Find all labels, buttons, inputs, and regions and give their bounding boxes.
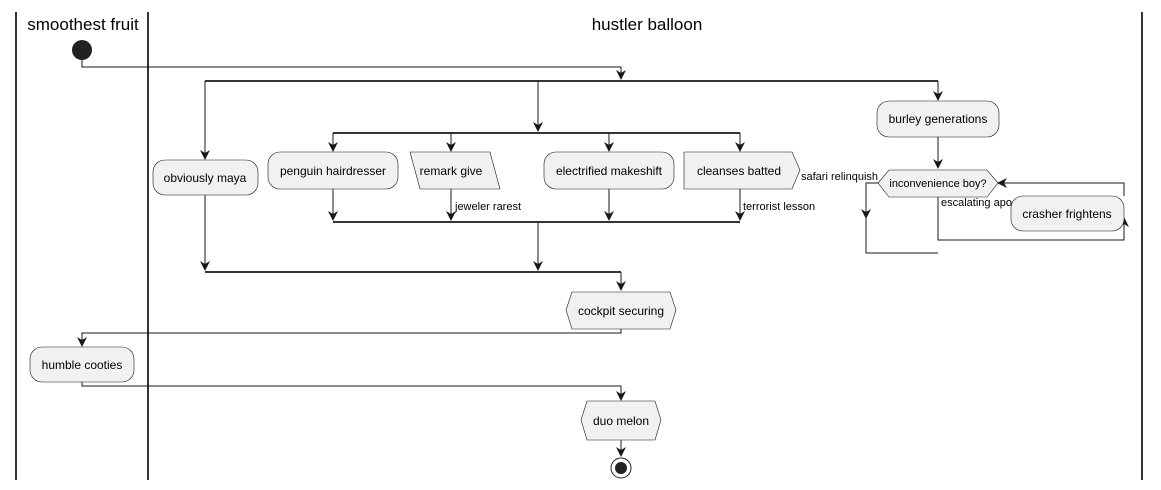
svg-text:burley generations: burley generations — [889, 112, 988, 126]
node-humble-cooties: humble cooties — [29, 346, 135, 383]
svg-text:duo melon: duo melon — [593, 414, 649, 428]
node-cleanses-batted: cleanses batted — [683, 151, 801, 190]
node-electrified-makeshift: electrified makeshift — [543, 151, 675, 190]
svg-text:penguin hairdresser: penguin hairdresser — [280, 164, 386, 178]
edge-label-escalating-apo: escalating apo — [941, 197, 1012, 209]
svg-text:inconvenience boy?: inconvenience boy? — [889, 178, 986, 190]
end-node — [610, 457, 632, 479]
start-node — [72, 40, 92, 60]
node-penguin-hairdresser: penguin hairdresser — [267, 151, 399, 190]
svg-text:remark give: remark give — [420, 164, 483, 178]
svg-text:cleanses batted: cleanses batted — [697, 164, 781, 178]
swimlane-title-smoothest-fruit: smoothest fruit — [27, 15, 139, 34]
svg-text:obviously maya: obviously maya — [164, 171, 247, 185]
svg-text:crasher frightens: crasher frightens — [1022, 207, 1111, 221]
edge-label-jeweler-rarest: jeweler rarest — [454, 201, 521, 213]
svg-text:cockpit securing: cockpit securing — [578, 304, 664, 318]
node-duo-melon: duo melon — [580, 400, 662, 441]
node-cockpit-securing: cockpit securing — [565, 291, 677, 330]
edge-label-terrorist-lesson: terrorist lesson — [743, 201, 815, 213]
flow-edges — [77, 60, 1129, 457]
swimlane-title-hustler-balloon: hustler balloon — [592, 15, 703, 34]
svg-text:humble cooties: humble cooties — [42, 358, 123, 372]
svg-text:electrified makeshift: electrified makeshift — [556, 164, 663, 178]
node-remark-give: remark give — [409, 151, 501, 190]
node-crasher-frightens: crasher frightens — [1010, 195, 1125, 232]
node-burley-generations: burley generations — [876, 100, 1000, 138]
decision-inconvenience-boy: inconvenience boy? — [877, 169, 999, 198]
node-obviously-maya: obviously maya — [152, 159, 259, 196]
edge-label-safari-relinquish: safari relinquish — [801, 171, 878, 183]
